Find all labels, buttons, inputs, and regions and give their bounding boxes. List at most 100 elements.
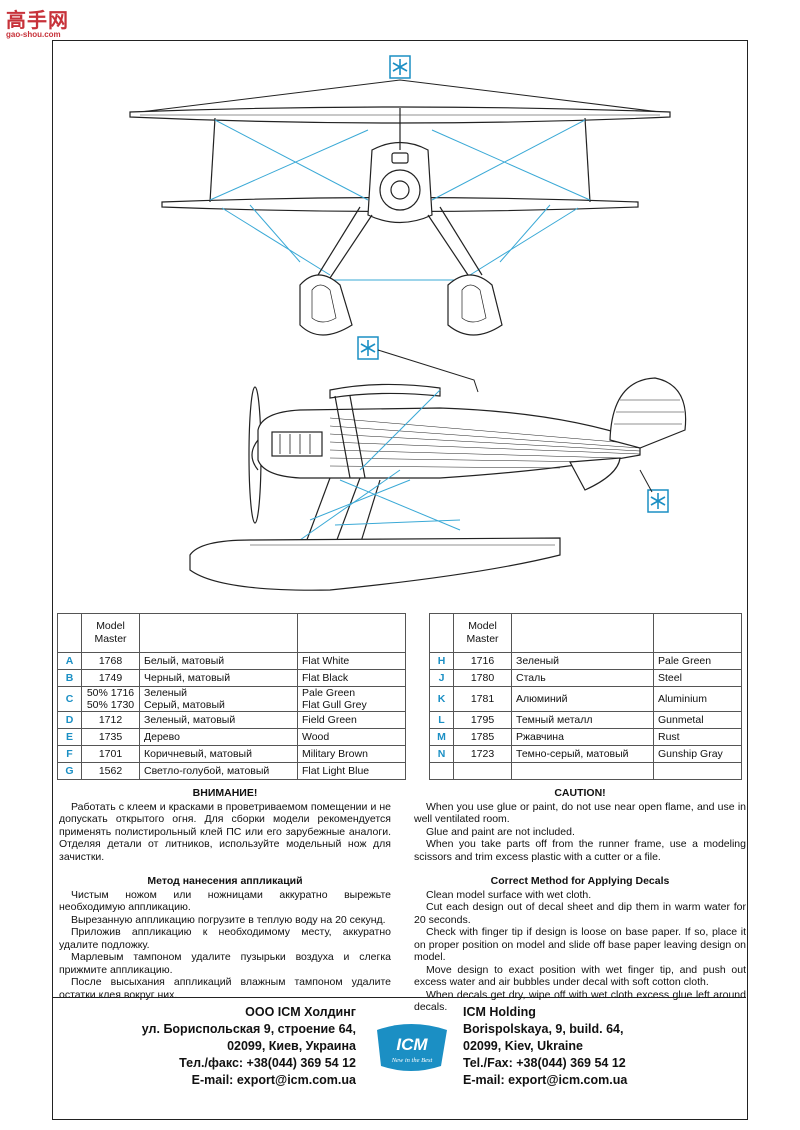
color-letter: G	[57, 762, 82, 780]
color-en-line: Rust	[658, 731, 680, 743]
color-ru: Зеленый	[511, 652, 654, 670]
color-ru: Коричневый, матовый	[139, 745, 298, 763]
table-header-row: Model Master Model Master	[57, 613, 742, 653]
table-gap	[405, 728, 430, 746]
color-ru-line: Темный металл	[516, 714, 593, 726]
color-en: Wood	[297, 728, 406, 746]
color-letter: B	[57, 669, 82, 687]
table-gap	[405, 745, 430, 763]
color-letter: K	[429, 686, 454, 712]
color-en: Military Brown	[297, 745, 406, 763]
instruction-paragraph: Работать с клеем и красками в проветрива…	[59, 800, 391, 863]
color-en-line: Field Green	[302, 714, 357, 726]
color-code: 1749	[81, 669, 140, 687]
color-code: 1735	[81, 728, 140, 746]
color-ru-line: Алюминий	[516, 693, 568, 705]
footer-line: ICM Holding	[463, 1005, 536, 1019]
color-letter: J	[429, 669, 454, 687]
svg-text:New in the Best: New in the Best	[391, 1057, 433, 1064]
color-code: 1712	[81, 711, 140, 729]
color-en-line: Flat Black	[302, 672, 349, 684]
russian-instructions: ВНИМАНИЕ! Работать с клеем и красками в …	[59, 787, 391, 1001]
footer-line: Tel./Fax: +38(044) 369 54 12	[463, 1056, 626, 1070]
footer-line: Тел./факс: +38(044) 369 54 12	[179, 1056, 356, 1070]
header-model-master: Model Master	[81, 613, 140, 653]
color-en: Gunmetal	[653, 711, 742, 729]
color-ru-line: Зеленый	[144, 687, 188, 699]
footer-divider	[52, 997, 746, 998]
watermark-brand: 高手网	[6, 8, 69, 32]
color-en: Aluminium	[653, 686, 742, 712]
color-letter: F	[57, 745, 82, 763]
instruction-paragraph: When you use glue or paint, do not use n…	[414, 800, 746, 826]
color-code: 1768	[81, 652, 140, 670]
color-code-line: 1780	[470, 672, 495, 684]
color-letter: M	[429, 728, 454, 746]
color-letter: L	[429, 711, 454, 729]
instruction-paragraph: Чистым ножом или ножницами аккуратно выр…	[59, 888, 391, 914]
color-ru-line: Сталь	[516, 672, 546, 684]
color-code: 1562	[81, 762, 140, 780]
instruction-paragraph: Марлевым тампоном удалите пузырьки возду…	[59, 951, 391, 976]
footer-line: Borispolskaya, 9, build. 64,	[463, 1022, 624, 1036]
color-letter: E	[57, 728, 82, 746]
color-en-line: Gunship Gray	[658, 748, 723, 760]
footer-line: ООО ICM Холдинг	[245, 1005, 356, 1019]
color-ru	[511, 762, 654, 780]
color-en-line: Pale Green	[658, 655, 712, 667]
svg-text:ICM: ICM	[396, 1035, 428, 1054]
color-letter: D	[57, 711, 82, 729]
color-code-line: 1785	[470, 731, 495, 743]
en-caution-text: When you use glue or paint, do not use n…	[414, 801, 746, 864]
footer-line: ул. Бориспольская 9, строение 64,	[141, 1022, 356, 1036]
instruction-paragraph: Приложив аппликацию к необходимому месту…	[59, 926, 391, 951]
instruction-paragraph: Cut each design out of decal sheet and d…	[414, 901, 746, 926]
color-letter: N	[429, 745, 454, 763]
icm-logo: ICM New in the Best	[377, 1024, 447, 1071]
color-code-line: 1712	[98, 714, 123, 726]
footer-line: E-mail: export@icm.com.ua	[463, 1073, 628, 1087]
color-code: 1795	[453, 711, 512, 729]
en-decals-title: Correct Method for Applying Decals	[490, 875, 670, 887]
color-code: 1723	[453, 745, 512, 763]
color-ru: Зеленый, матовый	[139, 711, 298, 729]
color-ru: Черный, матовый	[139, 669, 298, 687]
color-ru-line: Темно-серый, матовый	[516, 748, 629, 760]
table-gap	[405, 762, 430, 780]
table-gap	[405, 652, 430, 670]
color-ru-line: Ржавчина	[516, 731, 564, 743]
color-letter	[429, 762, 454, 780]
color-code-line: 1716	[470, 655, 495, 667]
color-en-line: Wood	[302, 731, 330, 743]
color-en-line: Pale Green	[302, 687, 356, 699]
color-ru: Алюминий	[511, 686, 654, 712]
color-ru: Светло-голубой, матовый	[139, 762, 298, 780]
color-en: Gunship Gray	[653, 745, 742, 763]
color-code: 1716	[453, 652, 512, 670]
watermark: 高手网 gao-shou.com	[6, 4, 76, 40]
watermark-url: gao-shou.com	[6, 30, 61, 39]
color-en: Pale Green	[653, 652, 742, 670]
color-en: Steel	[653, 669, 742, 687]
color-ru: Дерево	[139, 728, 298, 746]
color-en: Flat Black	[297, 669, 406, 687]
color-en-line: Flat White	[302, 655, 350, 667]
table-gap	[405, 669, 430, 687]
color-ru: Темно-серый, матовый	[511, 745, 654, 763]
biplane-front-view	[129, 55, 671, 336]
color-en: Field Green	[297, 711, 406, 729]
table-gap	[405, 711, 430, 729]
color-en-line: Steel	[658, 672, 682, 684]
color-code-line: 50% 1730	[86, 699, 135, 711]
footer-line: E-mail: export@icm.com.ua	[191, 1073, 356, 1087]
color-code: 1785	[453, 728, 512, 746]
color-ru-line: Серый, матовый	[144, 699, 225, 711]
color-en-line: Flat Gull Grey	[302, 699, 367, 711]
